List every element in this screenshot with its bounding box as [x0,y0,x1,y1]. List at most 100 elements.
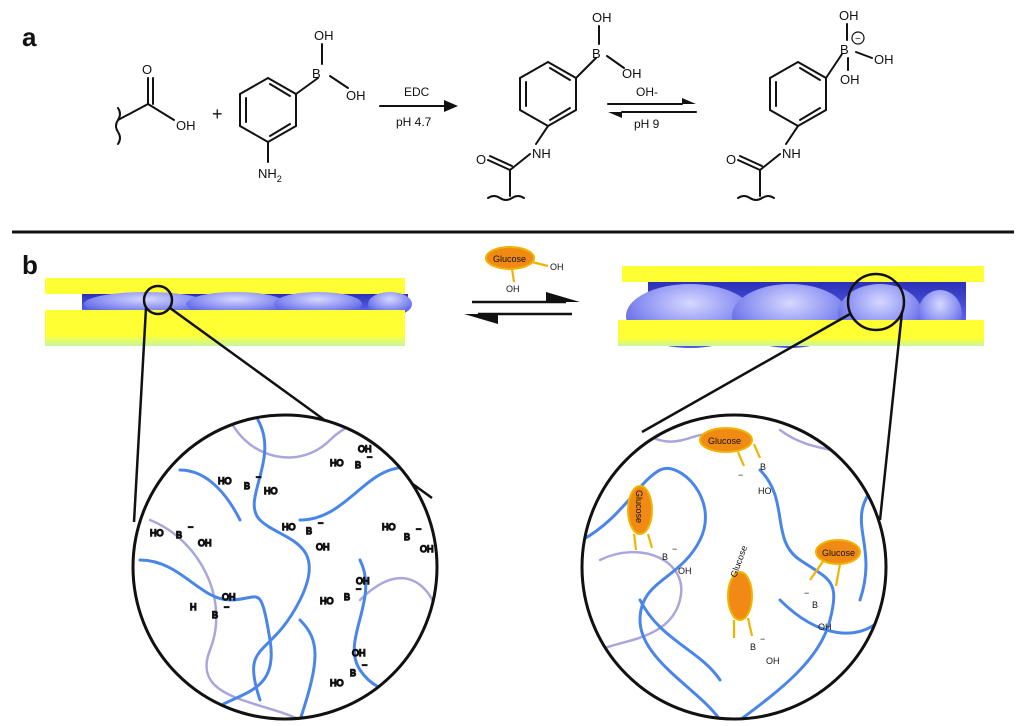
left-gel-sandwich [45,278,412,346]
glucose-complex-1: Glucose B − HO [699,427,772,496]
product1-oh-right: OH [622,66,642,81]
right-top-plate [622,266,984,282]
lb5-ho: HO [320,596,334,606]
lb7-ho: HO [330,678,344,688]
lb5-ch: − [356,584,361,594]
arrow1-bottom-label: pH 4.7 [396,115,432,129]
glucose-complex-3-icon [815,539,861,565]
product2-oh-right: OH [874,52,894,67]
glucose-complex-3-ho: OH [818,622,832,632]
glucose-complex-3-b: B [812,600,818,610]
lb4-b: B [404,532,410,542]
glucose-complex-3-label: Glucose [822,548,855,558]
right-magnifier-circle [846,272,906,332]
product1-nh: NH [532,146,551,161]
glucose-complex-3-ch: − [804,588,809,598]
lb0-b: B [244,481,250,491]
reagent2-oh-top: OH [314,28,334,43]
glucose-complex-1-b: B [760,462,766,472]
product2-oh-top: OH [839,8,859,23]
reagent2-amine: NH2 [258,166,282,184]
glucose-complex-2-b: B [662,552,668,562]
product2-boron: B [840,42,849,57]
lb5-oh: OH [356,576,370,586]
product1-carbonyl-o: O [476,152,486,167]
lb6-b: B [212,610,218,620]
panel-b-label: b [22,250,38,280]
lb6-h: H [190,602,197,612]
glucose-complex-4-icon [727,571,753,621]
lb0-ho: HO [218,476,232,486]
reagent2-boron: B [312,66,321,81]
reverse-arrow [464,314,498,324]
lb7-oh: OH [352,648,366,658]
boronate-anion-structure: B − OH OH OH NH O [726,8,894,201]
glucose-complex-2-label: Glucose [634,490,644,523]
lb4-ho: HO [382,522,396,532]
arrow1-top-label: EDC [404,85,430,99]
product1-boron: B [592,46,601,61]
lb1-ch: − [367,452,372,462]
right-zoom-network: Glucose B − HO Glucose B − OH Glucose B … [580,413,888,721]
arrow2-top-label: OH- [636,85,658,99]
acid-carbonyl-o: O [142,62,152,77]
acid-oh: OH [176,118,196,133]
product2-carbonyl-o: O [726,152,736,167]
lb3-ch: − [318,518,323,528]
edc-coupling-arrow: EDC pH 4.7 [379,85,458,129]
lb6-ch: − [224,602,229,612]
glucose-complex-4-ho: OH [766,656,780,666]
carboxylic-acid-structure: O OH [115,62,196,145]
glucose-complex-1-label: Glucose [708,436,741,446]
lb4-ch: − [416,524,421,534]
glucose-complex-1-ch: − [738,470,743,480]
lb2-ho: HO [150,528,164,538]
lb3-oh: OH [316,542,330,552]
forward-arrow [546,292,580,302]
equilibrium-arrow-ph9: OH- pH 9 [607,85,697,131]
glucose-label: Glucose [493,254,526,264]
lb1-ho: HO [330,458,344,468]
lb3-ho: HO [282,522,296,532]
left-bottom-plate [45,310,405,346]
negative-charge-icon [851,31,865,45]
lb1-b: B [355,460,361,470]
lb2-ch: − [188,522,193,532]
lb3-b: B [306,526,312,536]
glucose-complex-4-ch: − [760,634,765,644]
right-zoom-line-1 [641,312,851,434]
glucose-molecule-icon [485,246,535,270]
glucose-complex-1-icon [699,427,753,453]
glucose-complex-2-icon [627,485,653,535]
aminophenylboronic-acid-structure: B OH OH NH2 [239,28,366,184]
right-gel-sandwich [618,266,984,348]
lb2-b: B [176,530,182,540]
glucose-oh-1: OH [550,262,564,272]
plus-sign: + [212,104,223,124]
glucose-complex-2-ho: OH [678,566,692,576]
product1-oh-top: OH [592,10,612,25]
phenylboronic-amide-structure: B OH OH NH O [476,10,642,201]
left-magnifier-circle [142,284,174,316]
arrow2-bottom-label: pH 9 [634,117,660,131]
panel-a-label: a [22,22,37,52]
glucose-complex-2-ch: − [672,544,677,554]
left-zoom-network: HO B − HO HO B − OH HO B − OH HO B − OH … [131,413,439,721]
lb7-ch: − [362,660,367,670]
glucose-complex-2: Glucose B − OH [627,485,692,576]
glucose-oh-2: OH [506,284,520,294]
product2-oh-bottom: OH [840,72,860,87]
product2-nh: NH [782,146,801,161]
lb1-oh: OH [358,444,372,454]
lb2-oh: OH [198,538,212,548]
lb0-oh: HO [264,486,278,496]
glucose-equilibrium: Glucose OH OH [464,246,580,324]
glucose-complex-1-ho: HO [758,486,772,496]
reagent2-oh-right: OH [346,88,366,103]
left-boronate-groups: HO B − HO HO B − OH HO B − OH HO B − OH … [149,443,434,688]
left-top-plate [45,278,405,294]
lb6-oh: OH [222,592,236,602]
glucose-complex-4-b: B [750,642,756,652]
left-zoom-line-1 [132,307,148,523]
